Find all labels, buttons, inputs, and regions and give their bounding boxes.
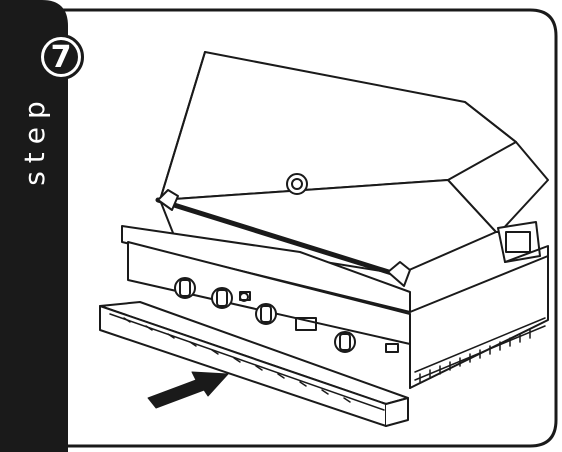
igniter — [239, 291, 251, 302]
knob-3 — [255, 303, 277, 325]
push-arrow-icon — [147, 371, 229, 409]
logo-plate — [295, 317, 317, 331]
knob-1 — [174, 277, 196, 299]
side-knob — [385, 343, 399, 353]
knob-2 — [211, 287, 233, 309]
knob-4 — [334, 331, 356, 353]
drip-tray — [99, 301, 409, 427]
grill-hood — [155, 51, 549, 287]
step-number-text: 7 — [44, 40, 78, 75]
step-number-badge: 7 — [38, 34, 84, 80]
control-panel — [121, 225, 549, 389]
side-burner — [497, 221, 549, 263]
step-tab — [0, 0, 68, 452]
vent-grille — [414, 317, 546, 383]
